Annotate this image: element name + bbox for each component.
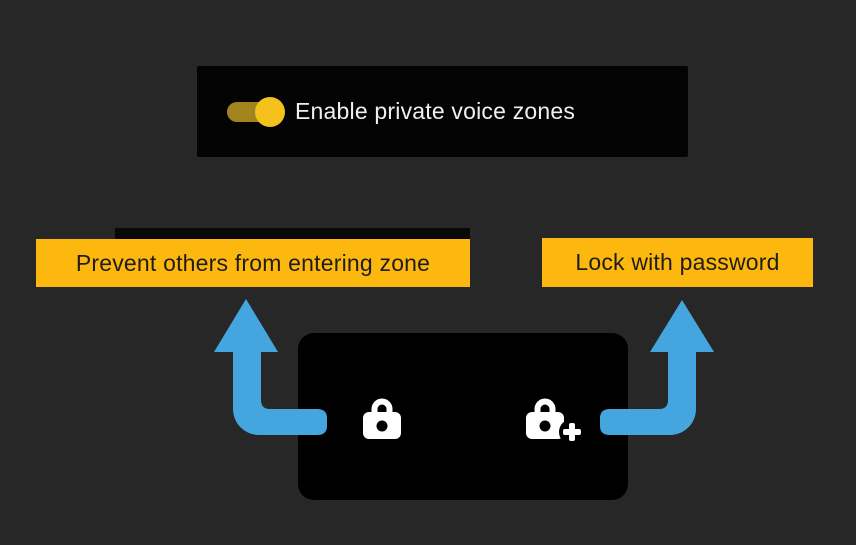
toggle-knob (255, 96, 285, 127)
lock-with-password-button[interactable] (521, 391, 585, 447)
callout-lock-password-label: Lock with password (575, 249, 780, 275)
voice-zone-card (298, 333, 628, 500)
callout-prevent-entry: Prevent others from entering zone (36, 239, 470, 287)
lock-icon (363, 398, 401, 439)
callout-prevent-entry-label: Prevent others from entering zone (75, 249, 431, 276)
enable-private-voice-zones-card: Enable private voice zones (197, 66, 688, 157)
callout-lock-password: Lock with password (542, 238, 813, 287)
private-voice-zones-toggle[interactable] (227, 96, 285, 127)
lock-plus-icon (526, 398, 585, 445)
prevent-entry-button[interactable] (358, 391, 406, 439)
toggle-label: Enable private voice zones (295, 98, 576, 124)
callout-top-shadow (115, 228, 470, 241)
